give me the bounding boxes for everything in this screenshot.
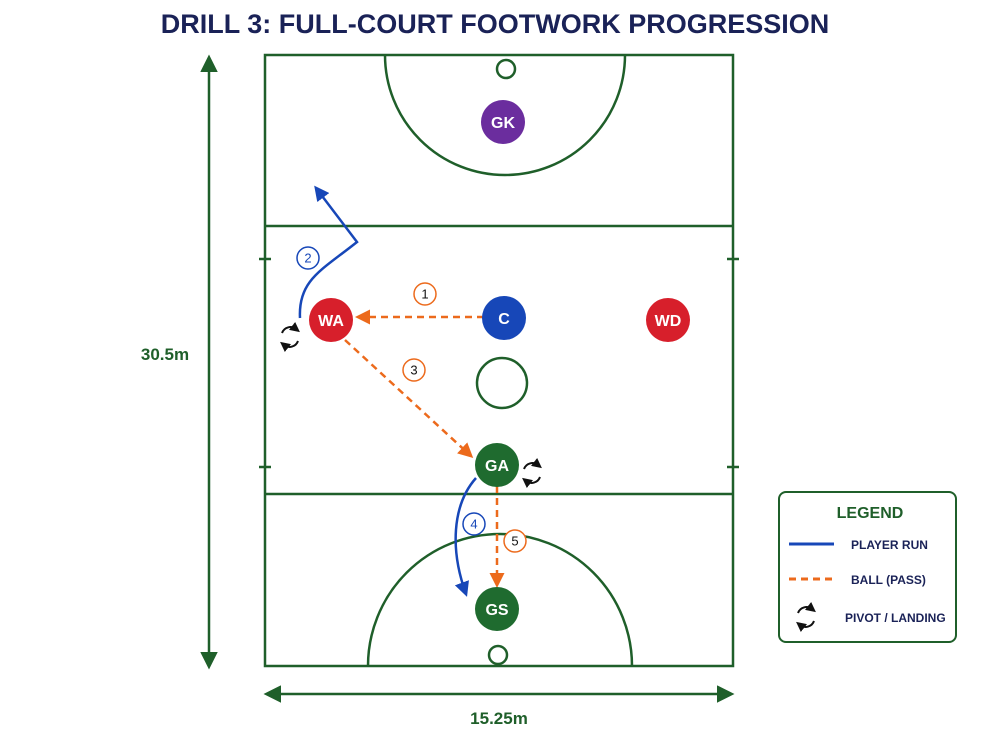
run-4-path bbox=[454, 477, 477, 597]
centre-circle bbox=[475, 356, 529, 410]
legend-label-ball-pass: BALL (PASS) bbox=[851, 573, 926, 587]
player-gk-label: GK bbox=[491, 115, 515, 132]
length-label: 30.5m bbox=[141, 345, 189, 364]
step-badge-4: 4 bbox=[462, 512, 486, 536]
run-2-path bbox=[298, 185, 359, 319]
player-gs: GS bbox=[475, 587, 519, 631]
pass-paths bbox=[344, 309, 505, 588]
pivot-icon bbox=[280, 321, 300, 353]
netball-court bbox=[259, 53, 739, 668]
goal-post-top bbox=[495, 58, 517, 80]
pass-3-path bbox=[344, 339, 474, 459]
player-wd-token bbox=[646, 298, 690, 342]
legend-box bbox=[778, 491, 957, 643]
third-tick-marks bbox=[259, 257, 739, 469]
player-gs-token bbox=[475, 587, 519, 631]
court-boundary bbox=[263, 53, 735, 668]
step-number-4: 4 bbox=[470, 517, 477, 532]
player-ga: GA bbox=[475, 443, 519, 487]
goal-post-bottom bbox=[487, 644, 509, 666]
player-ga-label: GA bbox=[485, 458, 509, 475]
player-wd: WD bbox=[646, 298, 690, 342]
legend-title: LEGEND bbox=[837, 505, 904, 522]
goal-circle-bottom bbox=[366, 532, 634, 667]
player-ga-token bbox=[475, 443, 519, 487]
run-paths bbox=[298, 185, 477, 597]
player-gk: GK bbox=[481, 100, 525, 144]
player-c: C bbox=[482, 296, 526, 340]
player-wa-token bbox=[309, 298, 353, 342]
legend: LEGEND PLAYER RUN BALL (PASS) PIVOT / LA… bbox=[778, 491, 957, 643]
player-c-token bbox=[482, 296, 526, 340]
player-wd-label: WD bbox=[655, 313, 682, 330]
step-number-1: 1 bbox=[421, 287, 428, 302]
legend-label-pivot: PIVOT / LANDING bbox=[845, 611, 946, 625]
player-wa: WA bbox=[309, 298, 353, 342]
step-badge-1: 1 bbox=[413, 282, 437, 306]
player-gk-token bbox=[481, 100, 525, 144]
step-badges: 1 2 3 4 5 bbox=[296, 246, 527, 553]
step-badge-3: 3 bbox=[402, 358, 426, 382]
page-title: DRILL 3: FULL-COURT FOOTWORK PROGRESSION bbox=[161, 9, 829, 39]
legend-label-player-run: PLAYER RUN bbox=[851, 538, 928, 552]
pivot-icon bbox=[522, 457, 542, 489]
step-number-2: 2 bbox=[304, 251, 311, 266]
step-number-3: 3 bbox=[410, 363, 417, 378]
player-gs-label: GS bbox=[485, 602, 508, 619]
step-badge-2: 2 bbox=[296, 246, 320, 270]
step-number-5: 5 bbox=[511, 534, 518, 549]
step-badge-5: 5 bbox=[503, 529, 527, 553]
player-wa-label: WA bbox=[318, 313, 344, 330]
player-c-label: C bbox=[498, 311, 510, 328]
goal-circle-top bbox=[383, 54, 627, 177]
width-label: 15.25m bbox=[470, 709, 528, 728]
pivot-icon bbox=[796, 601, 816, 633]
players: GK WA C WD GA GS bbox=[309, 100, 690, 631]
